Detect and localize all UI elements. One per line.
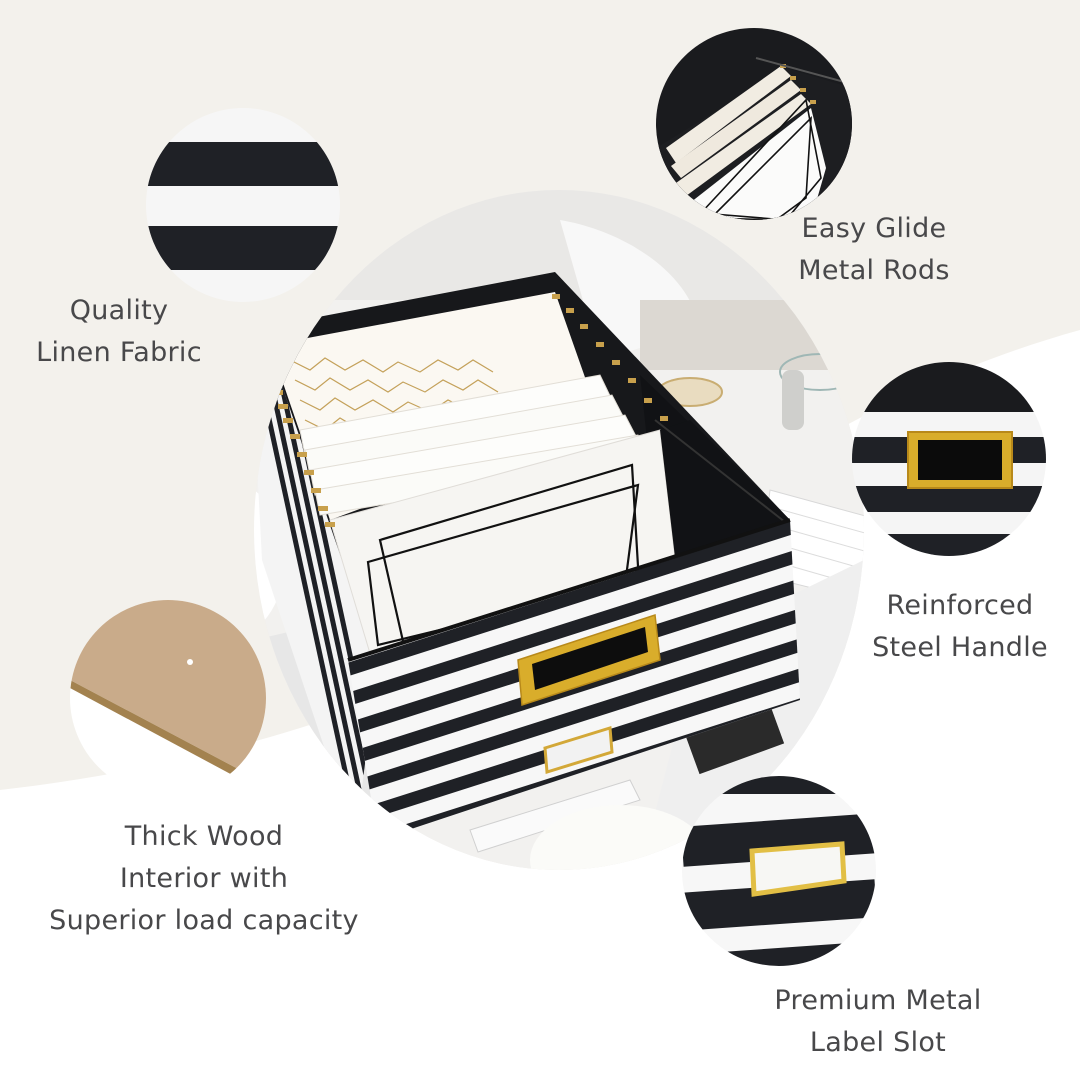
wood-board-icon [70, 600, 266, 796]
file-box-illustration [254, 190, 864, 870]
wood-closeup-circle [70, 600, 266, 796]
feature-label-wood: Thick Wood Interior with Superior load c… [36, 816, 372, 942]
feature-label-rods: Easy Glide Metal Rods [784, 208, 964, 292]
feature-handle-line1: Reinforced [886, 590, 1034, 621]
striped-fabric-icon [146, 108, 340, 302]
feature-handle-line2: Steel Handle [872, 632, 1048, 663]
feature-label-fabric: Quality Linen Fabric [24, 290, 214, 374]
fabric-closeup-circle [146, 108, 340, 302]
feature-label-handle: Reinforced Steel Handle [860, 585, 1060, 669]
gold-handle [517, 613, 661, 707]
handle-closeup-circle [852, 362, 1046, 556]
feature-wood-line2: Interior with [119, 863, 289, 894]
feature-rods-line2: Metal Rods [798, 255, 950, 286]
feature-label-line1: Premium Metal [774, 985, 982, 1016]
rods-closeup-circle [656, 28, 852, 220]
hanging-folders-rods-icon [656, 28, 852, 220]
feature-wood-line3: Superior load capacity [49, 905, 359, 936]
label-slot-icon [682, 776, 876, 966]
feature-fabric-line2: Linen Fabric [36, 337, 202, 368]
label-slot-closeup-circle [682, 776, 876, 966]
feature-fabric-line1: Quality [69, 295, 169, 326]
label-holder [543, 726, 614, 774]
feature-label-label-slot: Premium Metal Label Slot [758, 980, 998, 1064]
feature-wood-line1: Thick Wood [124, 821, 284, 852]
main-product-photo [254, 190, 864, 870]
feature-label-line2: Label Slot [809, 1027, 947, 1058]
gold-handle-icon [852, 362, 1046, 556]
feature-rods-line1: Easy Glide [801, 213, 947, 244]
